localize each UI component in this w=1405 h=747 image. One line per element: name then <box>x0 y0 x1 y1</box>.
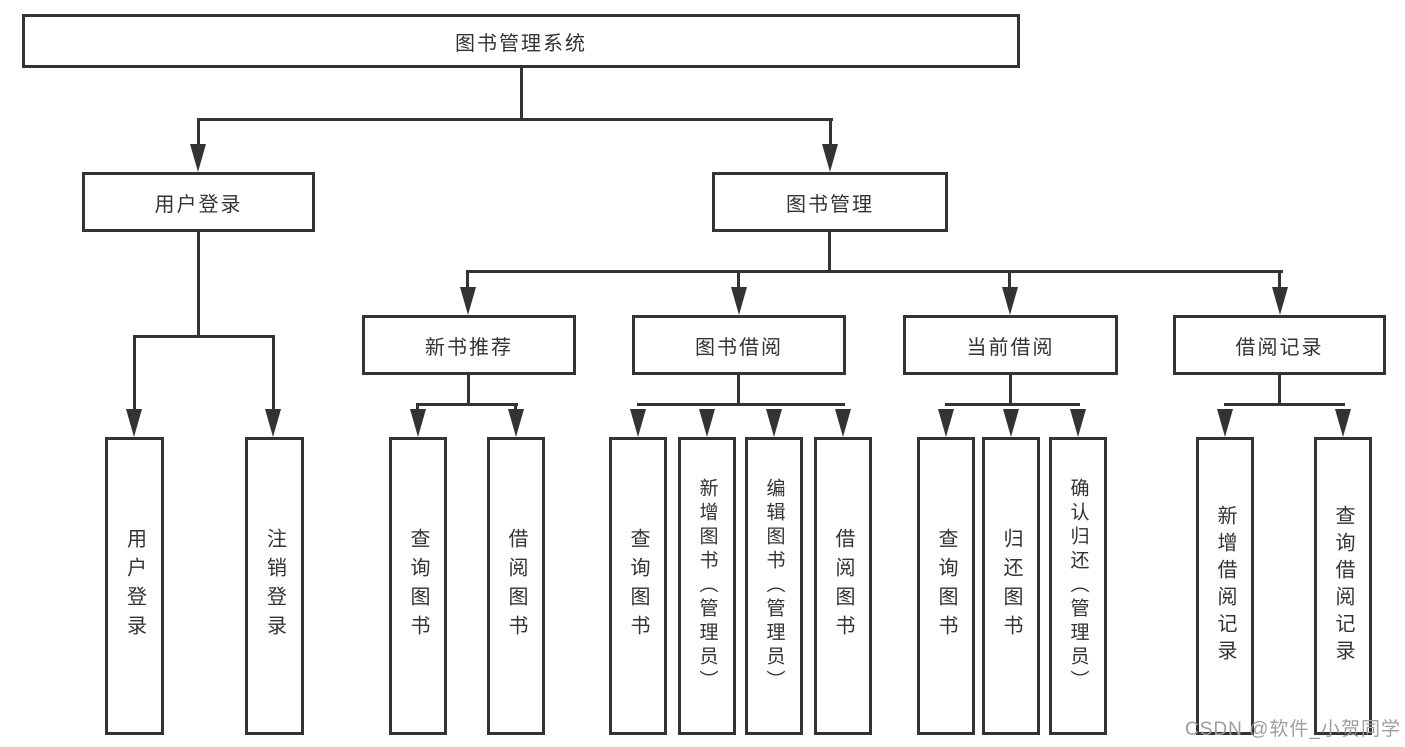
node-label: 注销登录 <box>263 528 286 644</box>
node-library-system: 图书管理系统 <box>22 14 1020 68</box>
connector-line <box>737 270 740 290</box>
connector-line <box>737 373 740 406</box>
connector-line <box>1009 373 1012 406</box>
node-label: 查询图书 <box>627 528 649 644</box>
connector-line <box>637 403 845 406</box>
connector-line <box>133 335 136 413</box>
node-label: 新书推荐 <box>425 336 513 359</box>
node-label: 图书管理 <box>786 193 874 216</box>
node-book-management: 图书管理 <box>712 172 948 232</box>
connector-line <box>1224 403 1345 406</box>
node-label: 新增借阅记录 <box>1214 505 1236 667</box>
node-label: 用户登录 <box>123 528 146 644</box>
leaf-logout: 注销登录 <box>245 437 304 735</box>
node-new-book-recommend: 新书推荐 <box>362 315 576 375</box>
arrow-down-icon <box>822 144 838 172</box>
leaf-query-books: 查询图书 <box>389 437 447 735</box>
node-current-borrowing: 当前借阅 <box>903 315 1118 375</box>
arrow-down-icon <box>126 409 142 437</box>
node-label: 确认归还（管理员） <box>1067 478 1089 694</box>
leaf-confirm-return-admin: 确认归还（管理员） <box>1049 437 1107 735</box>
arrow-down-icon <box>766 409 782 437</box>
connector-line <box>467 373 470 406</box>
connector-line <box>520 66 523 120</box>
node-label: 图书管理系统 <box>455 32 587 55</box>
connector-line <box>133 335 275 338</box>
leaf-query-books: 查询图书 <box>609 437 667 735</box>
leaf-return-books: 归还图书 <box>982 437 1040 735</box>
leaf-add-borrow-record: 新增借阅记录 <box>1196 437 1254 735</box>
node-label: 查询图书 <box>407 528 429 644</box>
connector-line <box>1278 373 1281 406</box>
leaf-edit-books-admin: 编辑图书（管理员） <box>745 437 803 735</box>
connector-line <box>197 118 833 121</box>
connector-line <box>1278 270 1281 290</box>
node-label: 归还图书 <box>1000 528 1022 644</box>
node-label: 借阅图书 <box>832 528 854 644</box>
arrow-down-icon <box>1002 287 1018 315</box>
node-label: 借阅图书 <box>505 528 527 644</box>
node-label: 借阅记录 <box>1235 336 1324 359</box>
connector-line <box>197 230 200 338</box>
connector-line <box>272 335 275 413</box>
arrow-down-icon <box>1335 409 1351 437</box>
connector-line <box>466 270 469 290</box>
arrow-down-icon <box>699 409 715 437</box>
leaf-query-borrow-record: 查询借阅记录 <box>1314 437 1372 735</box>
arrow-down-icon <box>938 409 954 437</box>
arrow-down-icon <box>1272 287 1288 315</box>
arrow-down-icon <box>1217 409 1233 437</box>
leaf-borrow-books: 借阅图书 <box>487 437 545 735</box>
arrow-down-icon <box>410 409 426 437</box>
leaf-query-books: 查询图书 <box>917 437 975 735</box>
arrow-down-icon <box>630 409 646 437</box>
node-label: 查询图书 <box>935 528 957 644</box>
leaf-add-books-admin: 新增图书（管理员） <box>678 437 736 735</box>
arrow-down-icon <box>1003 409 1019 437</box>
arrow-down-icon <box>265 409 281 437</box>
csdn-watermark: CSDN @软件_小贺同学 <box>1185 719 1401 740</box>
node-label: 当前借阅 <box>966 336 1055 359</box>
connector-line <box>197 118 200 150</box>
node-label: 编辑图书（管理员） <box>763 478 785 694</box>
node-book-borrowing: 图书借阅 <box>632 315 846 375</box>
arrow-down-icon <box>835 409 851 437</box>
connector-line <box>829 118 832 150</box>
node-label: 查询借阅记录 <box>1332 505 1354 667</box>
node-label: 图书借阅 <box>695 336 783 359</box>
connector-line <box>828 230 831 273</box>
connector-line <box>467 270 1283 273</box>
arrow-down-icon <box>190 144 206 172</box>
node-label: 新增图书（管理员） <box>696 478 718 694</box>
arrow-down-icon <box>1070 409 1086 437</box>
arrow-down-icon <box>731 287 747 315</box>
connector-line <box>417 403 518 406</box>
node-user-login: 用户登录 <box>82 172 315 232</box>
leaf-user-login: 用户登录 <box>105 437 164 735</box>
node-label: 用户登录 <box>154 193 243 216</box>
connector-line <box>945 403 1080 406</box>
arrow-down-icon <box>508 409 524 437</box>
connector-line <box>1008 270 1011 290</box>
arrow-down-icon <box>460 287 476 315</box>
node-borrowing-records: 借阅记录 <box>1173 315 1386 375</box>
leaf-borrow-books: 借阅图书 <box>814 437 872 735</box>
